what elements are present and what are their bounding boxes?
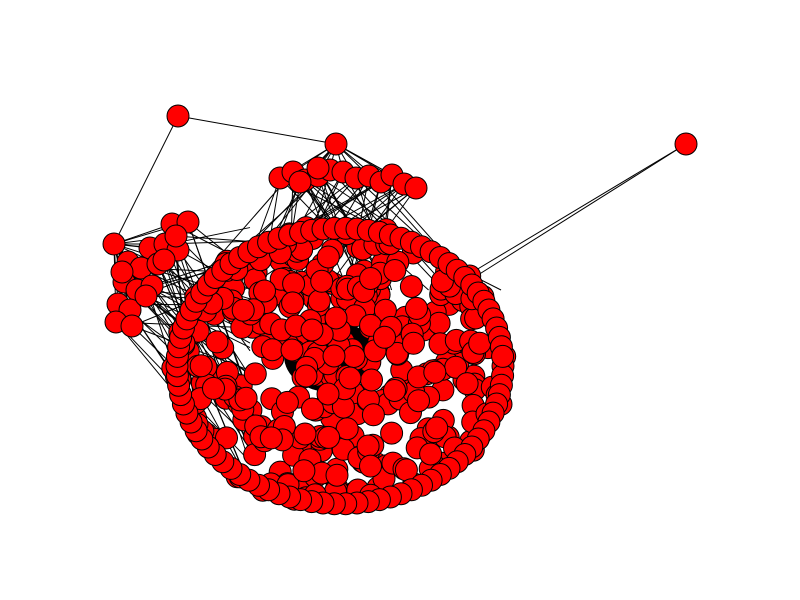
top-cluster-node xyxy=(288,170,312,194)
main-cluster-node xyxy=(310,269,334,293)
main-cluster-node xyxy=(468,331,492,355)
main-cluster-node xyxy=(234,386,258,410)
core-node xyxy=(324,306,348,330)
main-cluster-node xyxy=(243,362,267,386)
main-cluster-node xyxy=(419,442,443,466)
hub-top-left xyxy=(166,104,190,128)
main-cluster-node xyxy=(407,389,430,413)
main-cluster-node xyxy=(373,325,396,349)
main-cluster-node xyxy=(383,259,407,282)
main-cluster-node xyxy=(360,368,383,392)
left-cluster-node xyxy=(152,248,176,272)
hub-top xyxy=(324,132,348,156)
core-node xyxy=(316,382,340,406)
left-cluster-node xyxy=(164,224,188,248)
main-cluster-node xyxy=(356,434,380,458)
core-node xyxy=(338,366,362,390)
main-cluster-node xyxy=(455,372,479,396)
graph-nodes xyxy=(102,104,698,516)
main-cluster-node xyxy=(275,390,299,414)
main-cluster-node xyxy=(231,298,255,322)
cluster-edge xyxy=(175,235,251,242)
main-cluster-node xyxy=(361,403,385,427)
main-cluster-node xyxy=(383,379,406,402)
main-cluster-node xyxy=(281,291,305,315)
main-cluster-node xyxy=(253,279,276,303)
left-cluster-node xyxy=(110,260,134,284)
main-cluster-node xyxy=(399,275,423,298)
core-node xyxy=(294,364,318,388)
top-cluster-node xyxy=(306,156,330,180)
hub-far-right xyxy=(674,132,698,156)
hub-edge xyxy=(177,115,337,145)
hub-edge xyxy=(113,115,179,245)
main-cluster-node xyxy=(189,354,213,378)
main-cluster-node xyxy=(307,289,331,313)
hub-left xyxy=(102,232,126,256)
main-cluster-node xyxy=(259,426,283,450)
main-cluster-node xyxy=(293,422,317,446)
main-cluster-node xyxy=(202,376,225,400)
core-node xyxy=(280,338,304,362)
main-cluster-node xyxy=(292,459,316,483)
main-cluster-node xyxy=(359,267,383,290)
left-cluster-node xyxy=(134,284,158,308)
hub-edge xyxy=(465,143,687,277)
main-cluster-node xyxy=(359,454,382,478)
main-cluster-node xyxy=(316,245,340,269)
main-cluster-node xyxy=(317,425,341,449)
left-cluster-node xyxy=(120,314,144,338)
main-cluster-node xyxy=(215,426,238,450)
main-cluster-node xyxy=(380,421,404,445)
hub-edge xyxy=(469,143,687,281)
top-cluster-node xyxy=(404,176,428,200)
main-cluster-node xyxy=(301,397,324,421)
main-cluster-node xyxy=(491,344,515,368)
core-node xyxy=(300,318,324,342)
core-node xyxy=(322,344,346,368)
main-cluster-node xyxy=(405,296,428,320)
main-cluster-node xyxy=(205,330,229,354)
main-cluster-node xyxy=(342,345,366,368)
main-cluster-node xyxy=(260,338,284,362)
main-cluster-node xyxy=(425,416,449,440)
main-cluster-node xyxy=(402,331,425,355)
main-cluster-node xyxy=(427,311,451,335)
main-cluster-node xyxy=(325,463,349,487)
main-cluster-node xyxy=(423,360,447,384)
